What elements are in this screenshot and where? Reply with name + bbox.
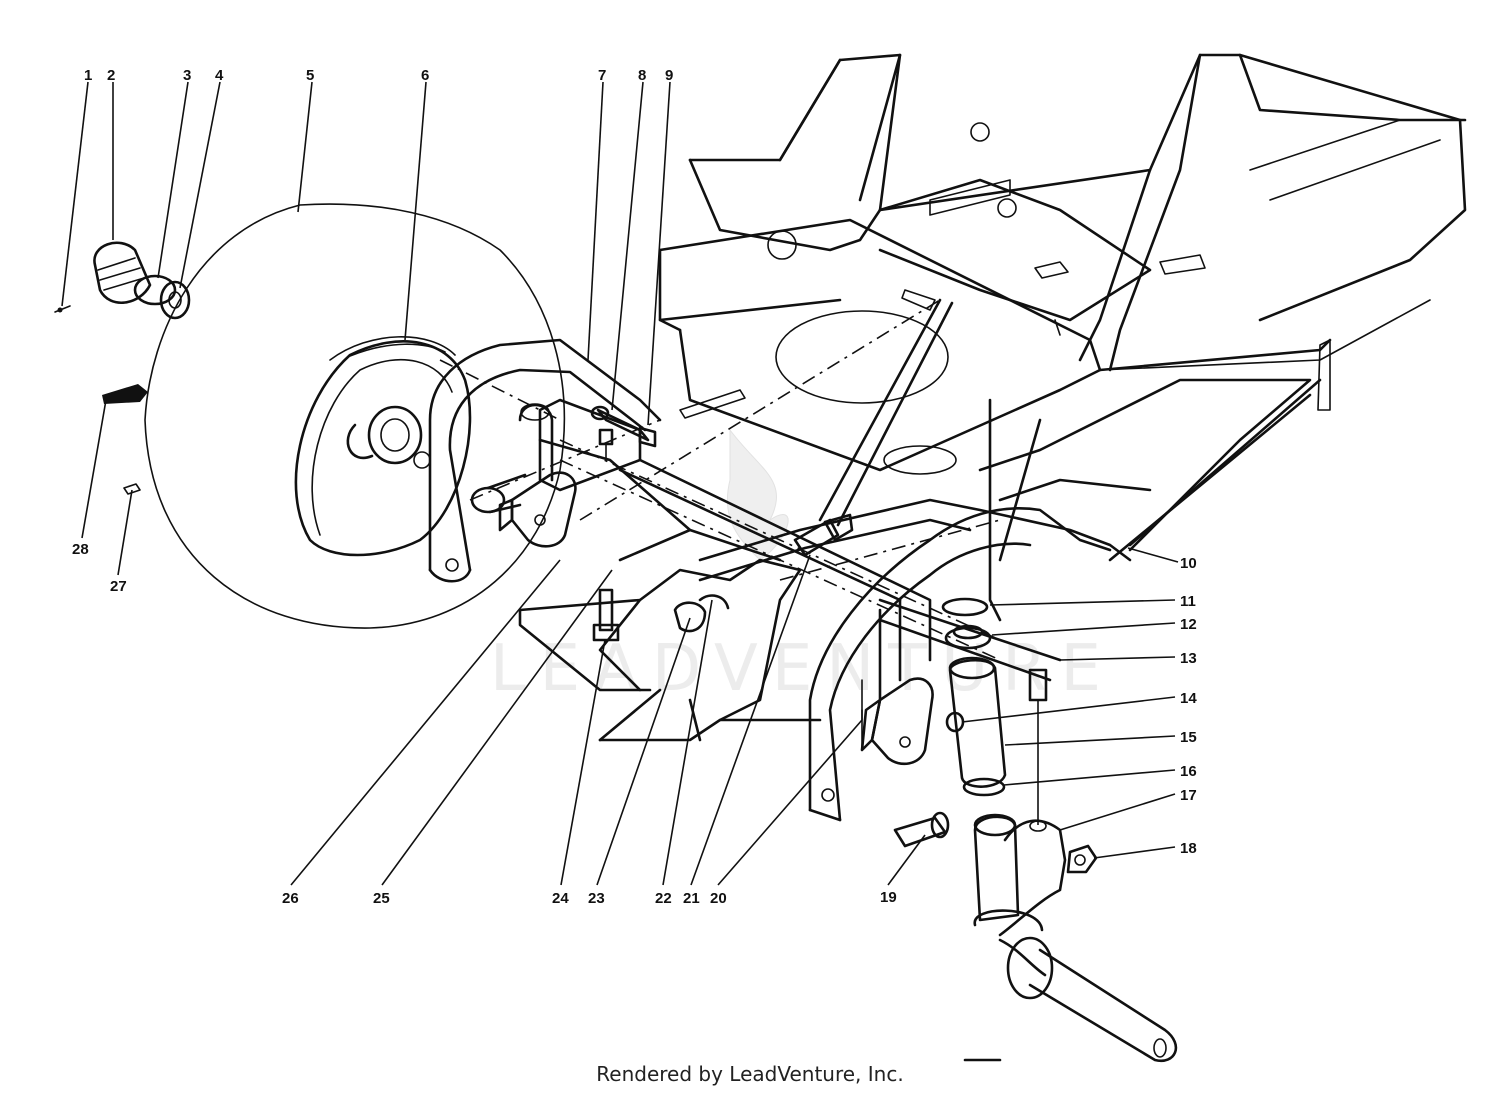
callout-4: 4 xyxy=(215,67,224,84)
callout-2: 2 xyxy=(107,67,115,84)
callout-labels: 1 2 3 4 5 6 7 8 9 10 11 12 13 14 15 16 1… xyxy=(72,67,1197,907)
watermark: LEADVENTURE xyxy=(490,428,1115,706)
callout-3: 3 xyxy=(183,67,191,84)
callout-28: 28 xyxy=(72,541,89,558)
callout-15: 15 xyxy=(1180,729,1197,746)
callout-24: 24 xyxy=(552,890,569,907)
callout-27: 27 xyxy=(110,578,127,595)
wheel-bearing-kit xyxy=(54,241,191,320)
callout-9: 9 xyxy=(665,67,673,84)
steering-bar-left xyxy=(413,338,662,583)
callout-6: 6 xyxy=(421,67,429,84)
callout-14: 14 xyxy=(1180,690,1197,707)
callout-17: 17 xyxy=(1180,787,1197,804)
axle-plate-right xyxy=(860,677,934,766)
front-axle-assembly xyxy=(439,299,1062,682)
callout-5: 5 xyxy=(306,67,314,84)
tie-rod xyxy=(698,298,1322,582)
footer-credit: Rendered by LeadVenture, Inc. xyxy=(596,1062,904,1086)
callout-23: 23 xyxy=(588,890,605,907)
callout-20: 20 xyxy=(710,890,727,907)
front-wheel xyxy=(144,203,566,629)
leader-lines xyxy=(61,81,1179,886)
callout-21: 21 xyxy=(683,890,700,907)
callout-18: 18 xyxy=(1180,840,1197,857)
spindle-parts xyxy=(941,597,1178,1063)
axle-plate-left xyxy=(470,471,577,548)
callout-11: 11 xyxy=(1180,593,1196,610)
valve-stem xyxy=(102,384,148,495)
callout-10: 10 xyxy=(1180,555,1197,572)
watermark-text: LEADVENTURE xyxy=(490,632,1115,706)
callout-8: 8 xyxy=(638,67,646,84)
callout-25: 25 xyxy=(373,890,390,907)
callout-12: 12 xyxy=(1180,616,1197,633)
callout-7: 7 xyxy=(598,67,606,84)
callout-1: 1 xyxy=(84,67,92,84)
clevis-pin xyxy=(893,811,950,848)
wheel-rim xyxy=(294,336,472,557)
callout-22: 22 xyxy=(655,890,672,907)
bolts-and-nuts xyxy=(590,289,1061,721)
callout-16: 16 xyxy=(1180,763,1197,780)
callout-13: 13 xyxy=(1180,650,1197,667)
callout-26: 26 xyxy=(282,890,299,907)
callout-19: 19 xyxy=(880,889,897,906)
steering-arm-right xyxy=(808,507,1112,822)
